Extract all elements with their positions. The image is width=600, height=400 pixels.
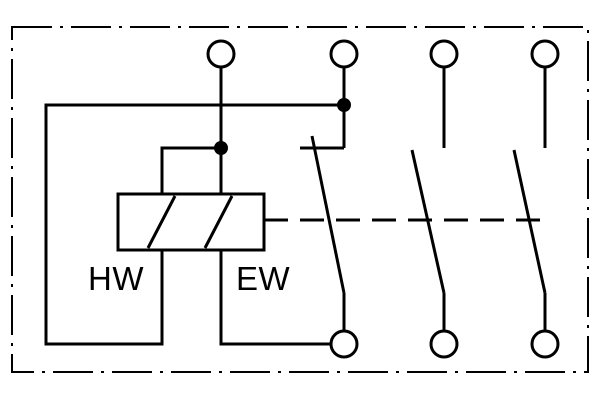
top-terminal-1 [206,39,236,69]
enclosure-border [11,26,589,373]
bottom-terminal-3 [530,329,560,359]
switch-blade-1 [310,135,346,294]
coil-body [116,192,266,252]
coil-winding [146,195,234,249]
bottom-terminal-2 [429,329,459,359]
junction-dot-upper [337,98,351,112]
top-terminal-2 [329,39,359,69]
top-terminal-4 [530,39,560,69]
wiring [44,67,547,346]
ew-label: EW [236,260,291,297]
top-terminal-3 [429,39,459,69]
hw-label: HW [88,260,144,297]
bottom-terminal-1 [329,329,359,359]
junction-dot-lower [214,141,228,155]
